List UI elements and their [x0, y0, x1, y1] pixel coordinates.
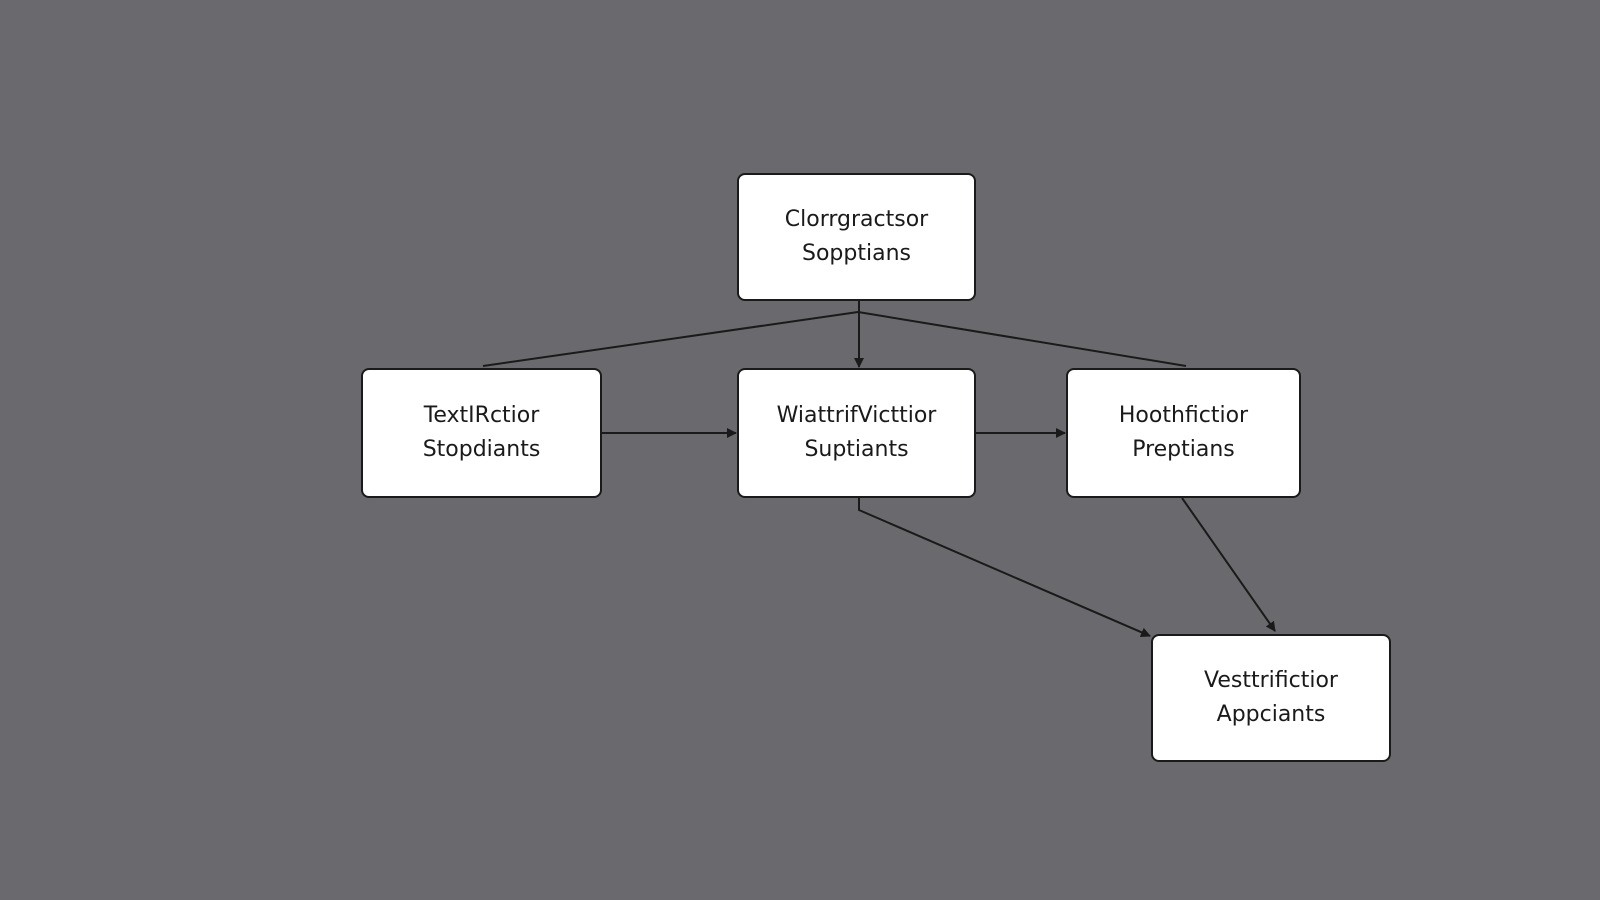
edge-top-to-left	[482, 311, 859, 367]
edge-center-to-bottom	[858, 498, 1151, 638]
node-bottom[interactable]: Vesttrifictior Appciants	[1151, 634, 1391, 762]
node-right-line2: Preptians	[1132, 437, 1235, 462]
node-left-line1: TextIRctior	[423, 403, 540, 428]
node-top[interactable]: Clorrgractsor Sopptians	[737, 173, 976, 301]
node-top-line1: Clorrgractsor	[784, 207, 929, 232]
edge-top-to-right	[857, 311, 1187, 367]
node-right[interactable]: Hoothfictior Preptians	[1066, 368, 1301, 498]
node-top-line2: Sopptians	[802, 241, 911, 266]
node-left-line2: Stopdiants	[422, 437, 541, 462]
node-right-line1: Hoothfictior	[1118, 403, 1249, 428]
node-left[interactable]: TextIRctior Stopdiants	[361, 368, 602, 498]
node-bottom-line2: Appciants	[1216, 702, 1326, 727]
node-center-line2: Suptiants	[804, 437, 909, 462]
node-bottom-line1: Vesttrifictior	[1204, 668, 1338, 693]
node-center[interactable]: WiattrifVicttior Suptiants	[737, 368, 976, 498]
node-center-line1: WiattrifVicttior	[776, 403, 937, 428]
edge-right-to-bottom	[1181, 497, 1276, 632]
